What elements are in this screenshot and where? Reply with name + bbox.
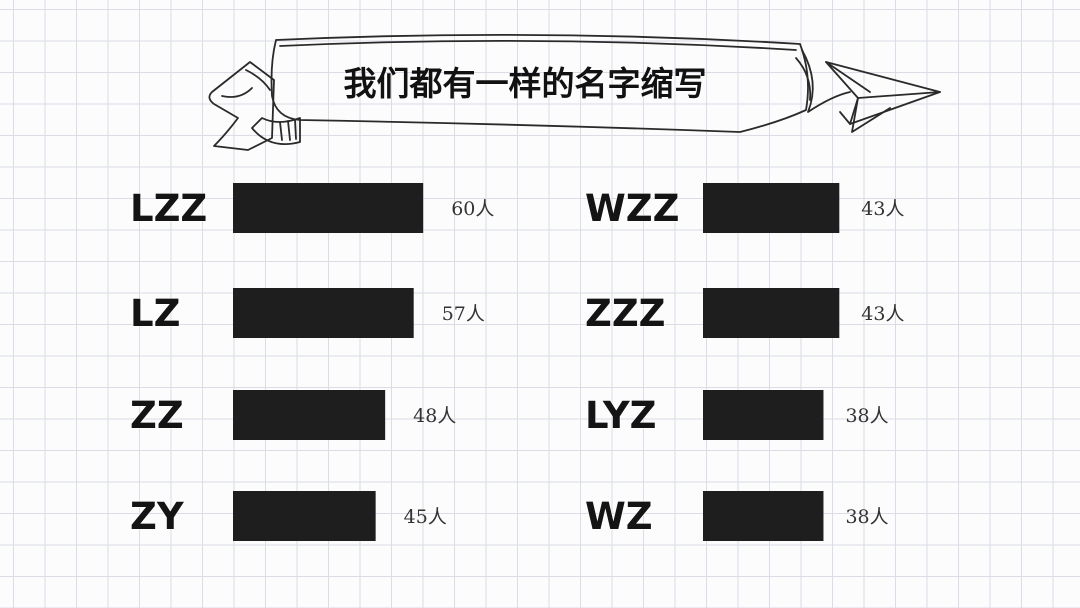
value-label: 38人 (845, 405, 888, 427)
bar (233, 183, 424, 233)
bar (703, 288, 840, 338)
bar (703, 183, 840, 233)
category-label: LZZ (130, 187, 207, 230)
value-label: 48人 (413, 405, 456, 427)
paper-plane-icon (825, 61, 941, 133)
category-label: WZ (585, 495, 653, 538)
category-label: ZZZ (585, 292, 666, 335)
bar (233, 390, 386, 440)
bar (703, 491, 824, 541)
category-label: LYZ (585, 394, 656, 437)
value-label: 57人 (442, 303, 485, 325)
bar (233, 491, 376, 541)
title-ribbon (208, 33, 851, 151)
bar (233, 288, 414, 338)
value-label: 60人 (451, 198, 494, 220)
category-label: ZY (130, 495, 185, 538)
bar (703, 390, 824, 440)
chart-title: 我们都有一样的名字缩写 (344, 64, 707, 103)
bars-layer: LZZ 60人 LZ 57人 ZZ 48人 ZY 45人 WZZ 43人 ZZZ 43人 LYZ 38人 W… (129, 183, 904, 541)
value-label: 38人 (845, 506, 888, 528)
category-label: WZZ (585, 187, 679, 230)
category-label: LZ (130, 292, 180, 335)
value-label: 43人 (861, 303, 904, 325)
category-label: ZZ (130, 394, 184, 437)
value-label: 43人 (861, 198, 904, 220)
value-label: 45人 (404, 506, 447, 528)
